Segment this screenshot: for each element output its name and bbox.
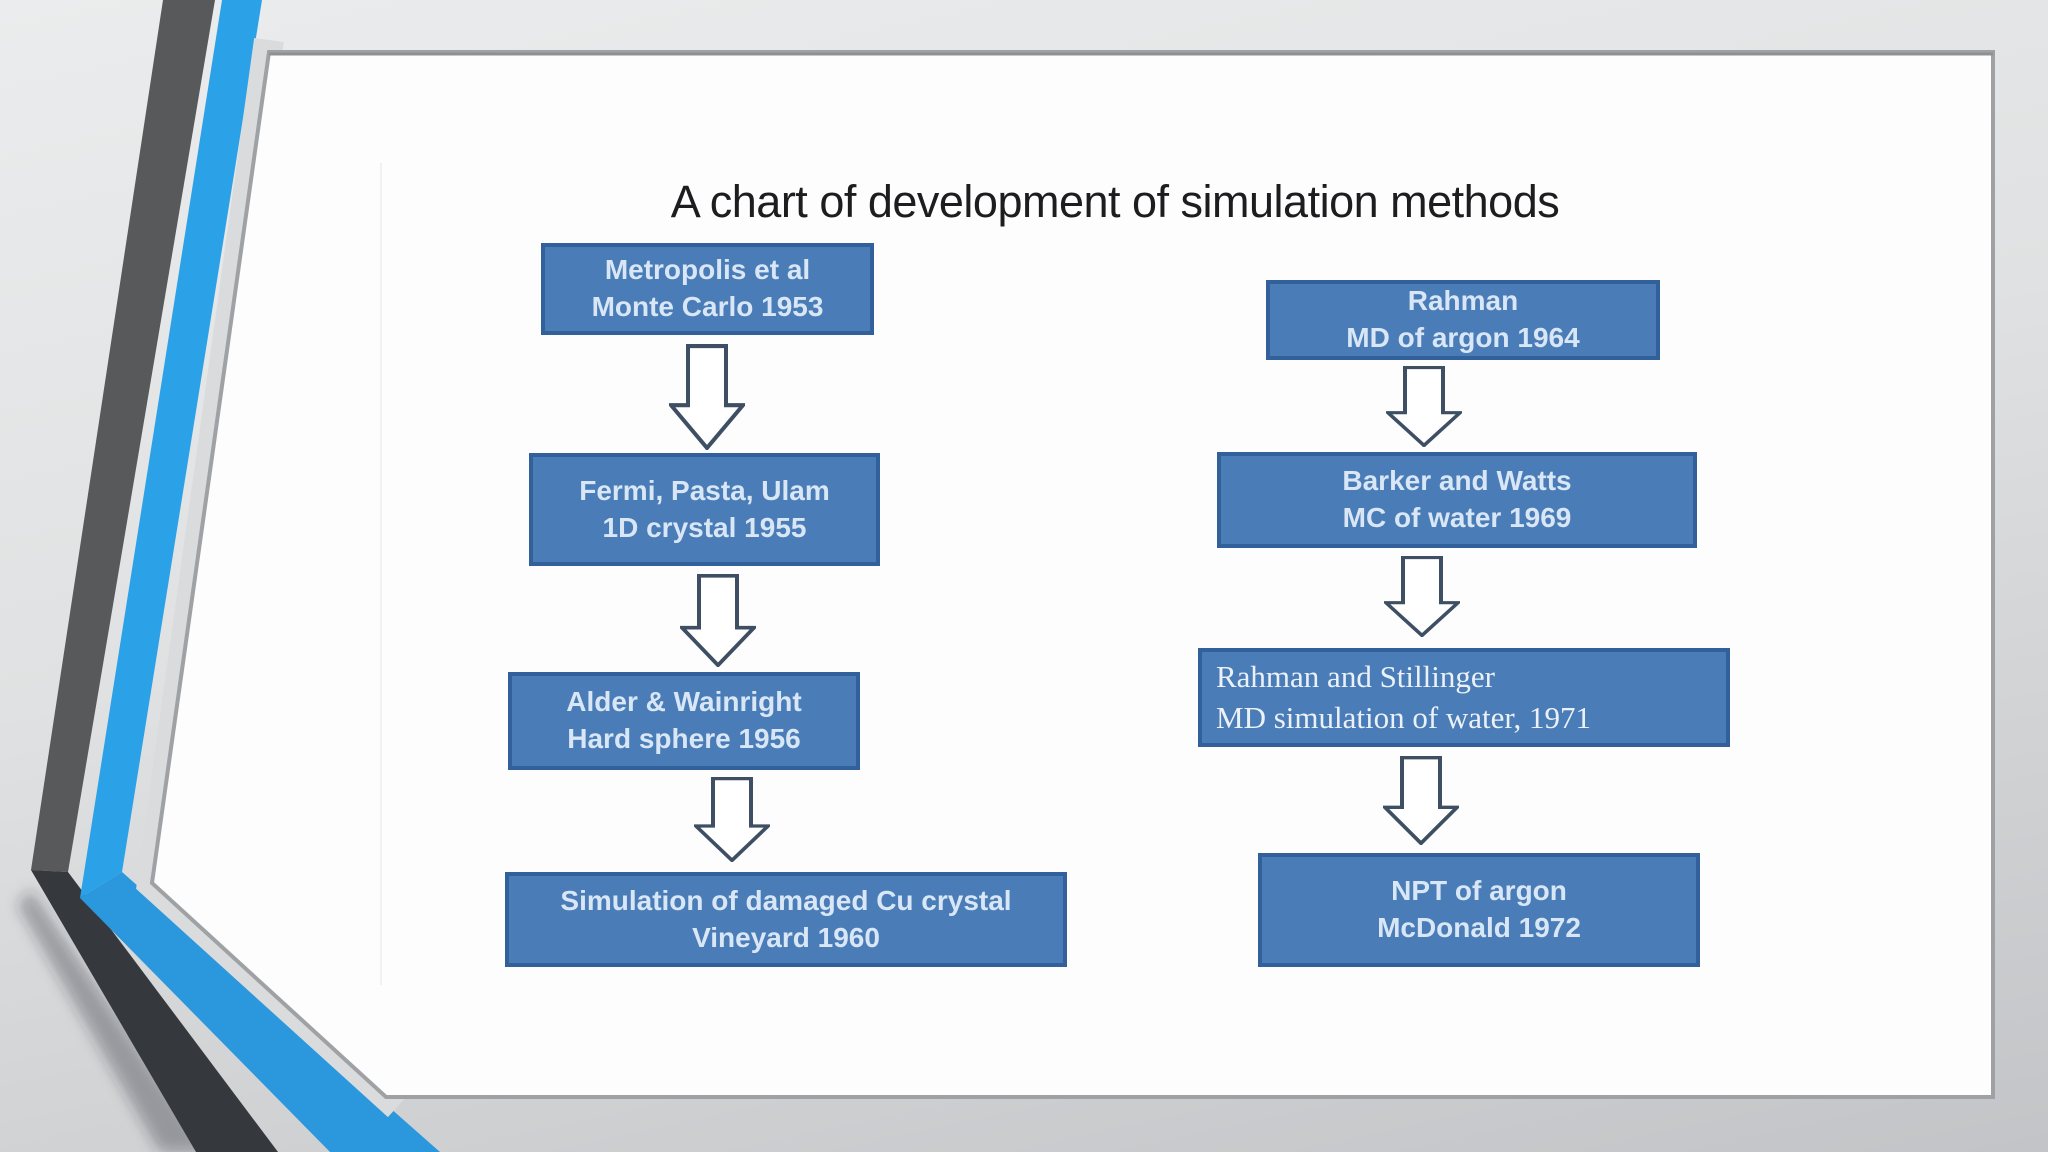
flow-node-line: 1D crystal 1955 (602, 511, 807, 543)
flow-node-line: NPT of argon (1391, 875, 1567, 907)
flow-node-line: Rahman (1407, 285, 1519, 317)
flow-node-fermi-pasta-ulam: Fermi, Pasta, Ulam 1D crystal 1955 (529, 453, 880, 566)
flow-node-npt-mcdonald: NPT of argon McDonald 1972 (1258, 853, 1700, 967)
down-arrow-icon (669, 344, 745, 450)
flow-node-alder-wainright: Alder & Wainright Hard sphere 1956 (508, 672, 860, 770)
flow-node-rahman-md-argon: Rahman MD of argon 1964 (1266, 280, 1660, 360)
flow-node-line: Metropolis et al (604, 254, 811, 286)
flow-node-line: Simulation of damaged Cu crystal (560, 884, 1012, 916)
accent-ribbon-blue-vertical (80, 0, 262, 898)
flow-node-line: McDonald 1972 (1377, 912, 1581, 943)
embedded-image-edge (380, 163, 382, 985)
flow-node-line: MD simulation of water, 1971 (1216, 699, 1592, 735)
slide-title: A chart of development of simulation met… (670, 176, 1560, 227)
flow-node-line: Monte Carlo 1953 (591, 291, 824, 322)
flow-node-line: Alder & Wainright (566, 686, 802, 718)
accent-ribbon-dark-fold (31, 870, 278, 1152)
flow-node-line: Barker and Watts (1342, 465, 1572, 497)
flow-node-vineyard-cu-crystal: Simulation of damaged Cu crystal Vineyar… (505, 872, 1067, 967)
down-arrow-icon (1384, 556, 1460, 637)
flow-node-rahman-stillinger: Rahman and Stillinger MD simulation of w… (1198, 648, 1730, 747)
flow-node-line: Fermi, Pasta, Ulam (579, 474, 830, 506)
down-arrow-icon (680, 574, 756, 667)
accent-ribbon-dark-vertical (31, 0, 215, 872)
flow-node-metropolis-monte-carlo: Metropolis et al Monte Carlo 1953 (541, 243, 874, 335)
flow-node-line: Hard sphere 1956 (567, 723, 801, 754)
down-arrow-icon (694, 777, 770, 862)
down-arrow-icon (1386, 366, 1462, 447)
flow-node-line: Vineyard 1960 (692, 921, 880, 953)
flow-node-line: MC of water 1969 (1342, 502, 1572, 533)
flow-node-barker-watts: Barker and Watts MC of water 1969 (1217, 452, 1697, 548)
flow-node-line: Rahman and Stillinger (1216, 658, 1495, 694)
flow-node-line: MD of argon 1964 (1346, 322, 1580, 353)
down-arrow-icon (1383, 756, 1459, 845)
